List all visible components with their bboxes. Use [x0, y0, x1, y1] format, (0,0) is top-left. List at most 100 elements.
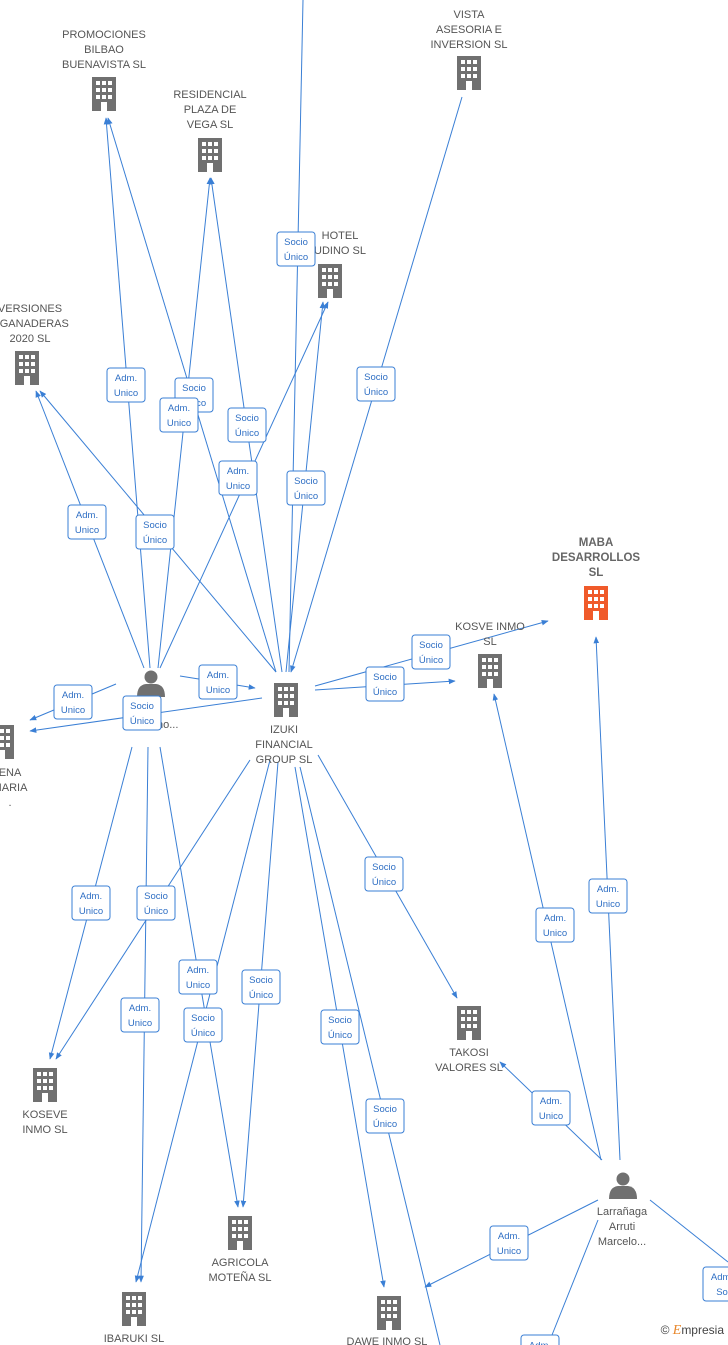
node-label-line[interactable]: .: [8, 797, 11, 809]
relation-box[interactable]: [276, 231, 316, 267]
relation-box[interactable]: [356, 366, 396, 402]
node-label-line[interactable]: MABA: [579, 537, 614, 549]
node-label-line[interactable]: RESIDENCIAL: [173, 89, 246, 101]
building-icon[interactable]: [274, 683, 298, 717]
node-label-line[interactable]: AGRICOLA: [212, 1257, 270, 1269]
building-icon[interactable]: [92, 77, 116, 111]
node-label-line[interactable]: IBARUKI SL: [104, 1333, 165, 1345]
relation-box[interactable]: [198, 664, 238, 700]
relation-box[interactable]: [120, 997, 160, 1033]
relation-box[interactable]: [122, 695, 162, 731]
node-invers[interactable]: VERSIONES OGANADERAS 2020 SL: [0, 303, 69, 385]
node-label-line[interactable]: UDINO SL: [314, 245, 366, 257]
node-label-line[interactable]: SL: [589, 567, 604, 579]
relation-label-r13[interactable]: Adm.Unico: [198, 664, 238, 700]
node-label-line[interactable]: ASESORIA E: [436, 24, 502, 36]
node-maba[interactable]: MABA DESARROLLOS SL: [552, 537, 641, 620]
relation-box[interactable]: [135, 514, 175, 550]
relation-box[interactable]: [106, 367, 146, 403]
node-label-line[interactable]: GROUP SL: [256, 754, 313, 766]
building-icon[interactable]: [318, 264, 342, 298]
node-label-line[interactable]: Arruti: [609, 1221, 635, 1233]
relation-box[interactable]: [136, 885, 176, 921]
node-label-line[interactable]: VERSIONES: [0, 303, 62, 315]
node-label-line[interactable]: INMO SL: [22, 1124, 67, 1136]
relation-label-r26[interactable]: Adm.Unico: [535, 907, 575, 943]
node-left[interactable]: ENALIARIA.: [0, 725, 28, 809]
node-label-line[interactable]: VISTA: [454, 9, 486, 21]
node-label-line[interactable]: VALORES SL: [435, 1062, 503, 1074]
building-icon[interactable]: [457, 1006, 481, 1040]
relation-box[interactable]: [218, 460, 258, 496]
relation-box[interactable]: [227, 407, 267, 443]
node-label-line[interactable]: DESARROLLOS: [552, 552, 641, 564]
relation-box[interactable]: [588, 878, 628, 914]
node-ibaruki[interactable]: IBARUKI SL: [104, 1292, 165, 1345]
relation-label-r25[interactable]: Adm.Unico: [588, 878, 628, 914]
node-label-line[interactable]: LIARIA: [0, 782, 28, 794]
relation-box[interactable]: [702, 1266, 728, 1302]
relation-label-r29[interactable]: Adm.So: [702, 1266, 728, 1302]
node-label-line[interactable]: PLAZA DE: [184, 104, 237, 116]
node-takosi[interactable]: TAKOSI VALORES SL: [435, 1006, 503, 1074]
relation-box[interactable]: [365, 666, 405, 702]
building-icon[interactable]: [457, 56, 481, 90]
node-vista[interactable]: VISTA ASESORIA E INVERSION SL: [430, 9, 508, 90]
relation-label-r17[interactable]: Adm.Unico: [71, 885, 111, 921]
relation-box[interactable]: [183, 1007, 223, 1043]
building-icon[interactable]: [478, 654, 502, 688]
node-izuki[interactable]: IZUKI FINANCIAL GROUP SL: [255, 683, 313, 766]
building-icon[interactable]: [377, 1296, 401, 1330]
relation-label-r28[interactable]: Adm.Unico: [489, 1225, 529, 1261]
node-label-line[interactable]: Marcelo...: [598, 1236, 646, 1248]
building-icon[interactable]: [584, 586, 608, 620]
relation-box[interactable]: [286, 470, 326, 506]
node-dawe[interactable]: DAWE INMO SL: [347, 1296, 428, 1345]
relation-label-r27[interactable]: Adm.Unico: [531, 1090, 571, 1126]
node-label-line[interactable]: TAKOSI: [449, 1047, 489, 1059]
person-icon[interactable]: [609, 1172, 637, 1200]
node-label-line[interactable]: BUENAVISTA SL: [62, 59, 146, 71]
relation-box[interactable]: [531, 1090, 571, 1126]
relation-box[interactable]: [535, 907, 575, 943]
relation-label-r20[interactable]: Adm.Unico: [120, 997, 160, 1033]
node-label-line[interactable]: OGANADERAS: [0, 318, 69, 330]
relation-box[interactable]: [178, 959, 218, 995]
building-icon[interactable]: [0, 725, 14, 759]
relation-label-r30[interactable]: Adm.: [520, 1334, 560, 1345]
node-label-line[interactable]: FINANCIAL: [255, 739, 312, 751]
node-label-line[interactable]: PROMOCIONES: [62, 29, 146, 41]
relation-box[interactable]: [364, 856, 404, 892]
relation-label-r6[interactable]: Adm.Unico: [218, 460, 258, 496]
relation-box[interactable]: [71, 885, 111, 921]
building-icon[interactable]: [122, 1292, 146, 1326]
node-label-line[interactable]: Larrañaga: [597, 1206, 648, 1218]
node-label-line[interactable]: MOTEÑA SL: [209, 1271, 272, 1284]
node-label-line[interactable]: DAWE INMO SL: [347, 1336, 428, 1345]
relation-label-r14[interactable]: Adm.Unico: [53, 684, 93, 720]
node-label-line[interactable]: 2020 SL: [10, 333, 51, 345]
node-label-line[interactable]: INVERSION SL: [430, 39, 507, 51]
node-larr[interactable]: LarrañagaArrutiMarcelo...: [597, 1172, 648, 1249]
relation-box[interactable]: [489, 1225, 529, 1261]
node-label-line[interactable]: IZUKI: [270, 724, 298, 736]
relation-label-r2[interactable]: Adm.Unico: [106, 367, 146, 403]
relation-box[interactable]: [53, 684, 93, 720]
